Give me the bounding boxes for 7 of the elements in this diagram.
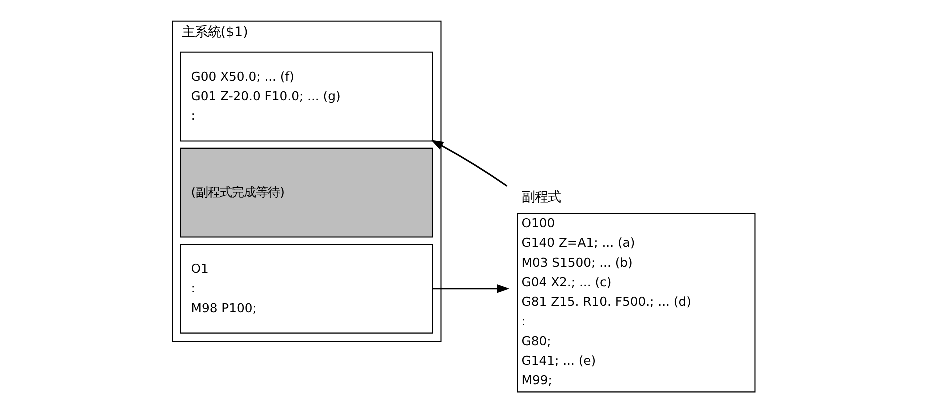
- arrow: [433, 284, 510, 293]
- node-box: (副程式完成等待): [180, 147, 434, 238]
- node-label: 副程式: [522, 190, 561, 206]
- arrow: [431, 140, 508, 186]
- node-box: O100 G140 Z=A1; ... (a) M03 S1500; ... (b) G04 X2.; ... (c) G81 Z15. R10. F500.; ... (d) : G80; G141; ... (e) M99;: [517, 212, 756, 392]
- node-box: O1 : M98 P100;: [180, 243, 434, 334]
- node-box: G00 X50.0; ... (f) G01 Z-20.0 F10.0; ... (g) :: [180, 51, 434, 142]
